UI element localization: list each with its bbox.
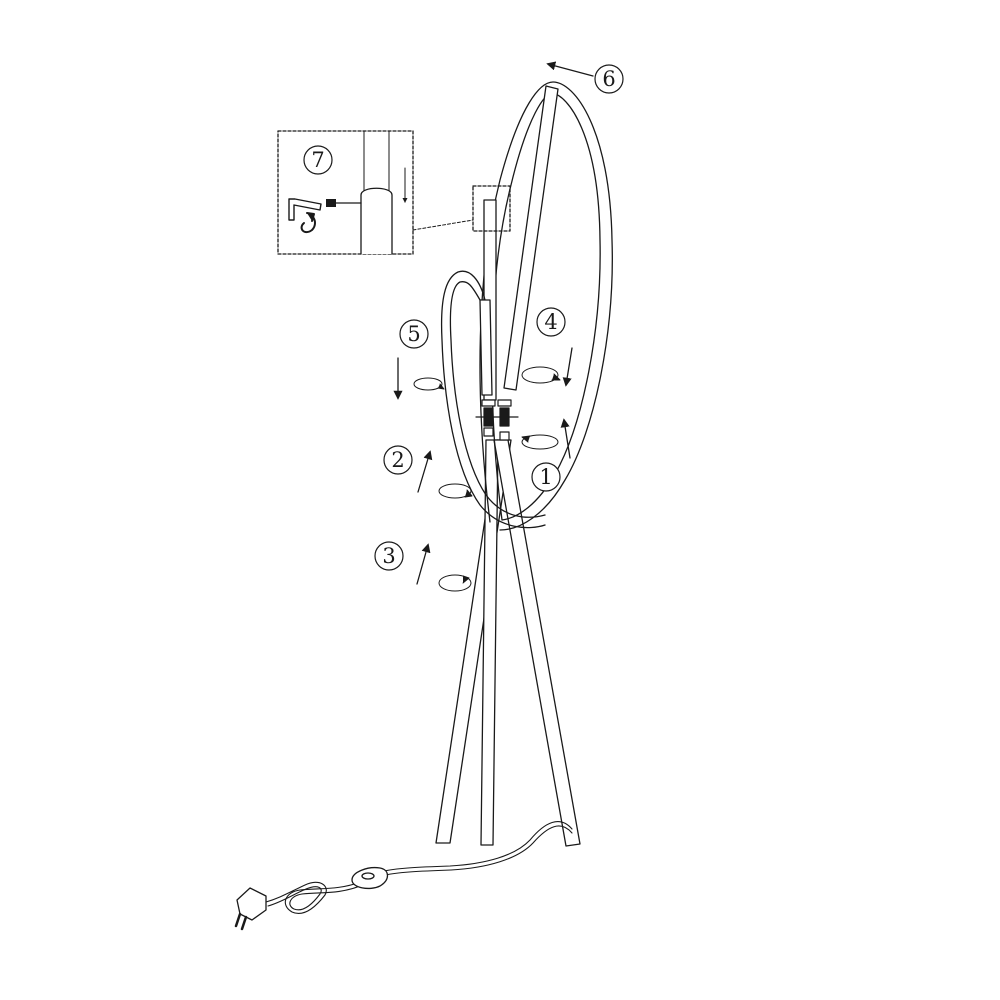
- arrow-step-6: [546, 61, 594, 77]
- step-label-7: 7: [311, 148, 324, 172]
- step-label-5: 5: [407, 322, 420, 346]
- connector-sleeve: [479, 299, 493, 396]
- rotation-indicator-3: [438, 574, 472, 592]
- step-badge-6: 6: [594, 64, 624, 94]
- step-badge-5: 5: [399, 319, 429, 349]
- rotation-indicator-4: [521, 366, 561, 384]
- step-label-3: 3: [382, 544, 395, 568]
- inner-curved-tube: [440, 270, 546, 529]
- step-label-1: 1: [539, 465, 552, 489]
- detail-callout-square: [412, 185, 511, 232]
- joint-connectors: [475, 399, 519, 441]
- rotation-indicator-1: [521, 434, 559, 450]
- arrow-step-3: [416, 543, 431, 585]
- upper-diagonal-rod: [503, 85, 559, 391]
- tripod-leg-right: [493, 439, 581, 847]
- rotation-indicator-5: [413, 377, 445, 391]
- arrow-step-1: [560, 418, 571, 459]
- hex-key-icon: [288, 198, 322, 221]
- power-cord: [265, 821, 573, 914]
- step-label-2: 2: [391, 448, 404, 472]
- tripod-leg-center: [480, 439, 499, 846]
- step-badge-2: 2: [383, 445, 413, 475]
- step-label-4: 4: [544, 310, 557, 334]
- rotate-arrow-icon: [300, 212, 316, 234]
- arrow-step-2: [417, 450, 433, 493]
- detail-box-hex-key: [277, 130, 414, 255]
- step-badge-3: 3: [374, 541, 404, 571]
- step-badge-7: 7: [303, 145, 333, 175]
- step-badge-4: 4: [536, 307, 566, 337]
- step-badge-1: 1: [531, 462, 561, 492]
- arrow-step-4: [562, 347, 573, 387]
- inline-switch-icon: [351, 866, 389, 890]
- power-plug-icon: [234, 887, 267, 931]
- rotation-indicator-2: [438, 483, 473, 499]
- step-label-6: 6: [602, 67, 615, 91]
